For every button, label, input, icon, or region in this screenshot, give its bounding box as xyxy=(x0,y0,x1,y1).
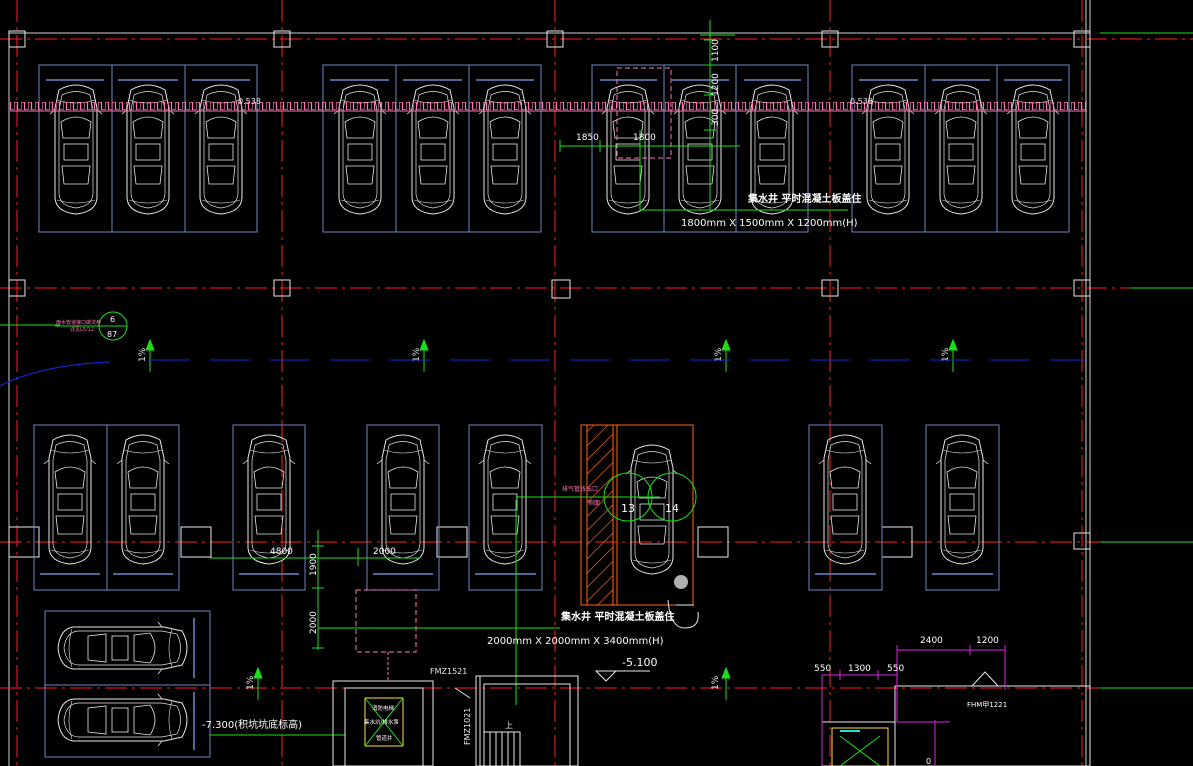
sump-label-bottom: 集水井 平时混凝土板盖住 xyxy=(560,610,674,623)
slope-label: 1% xyxy=(941,347,951,362)
sump-label-top: 集水井 平时混凝土板盖住 xyxy=(747,192,861,205)
elevator-note-3: 管道井 xyxy=(376,734,393,742)
door-fmz1521: FMZ1521 xyxy=(430,667,467,676)
dim-2000-h: 2000 xyxy=(373,547,396,557)
level-neg-5100: -5.100 xyxy=(622,656,657,669)
core-left xyxy=(332,652,579,766)
pink-note-1: 雨水管道接口做法参 xyxy=(56,319,101,326)
dim-300: 300 xyxy=(711,109,721,126)
level-marker-5100: -5.100 xyxy=(594,656,657,682)
door-fmz1021: FMZ1021 xyxy=(463,708,472,745)
dim-1300: 1300 xyxy=(848,664,871,674)
level-top-right: 0.538 xyxy=(850,97,873,106)
slope-markers xyxy=(145,338,958,700)
elevator-note-2: 集水坑/排水泵 xyxy=(364,718,399,726)
core-right xyxy=(821,645,1091,766)
pink-note-2: 详见L5/12 xyxy=(70,326,94,333)
dim-1200-b: 1200 xyxy=(976,636,999,646)
slope-label: 1% xyxy=(412,347,422,362)
circle-top: 6 xyxy=(110,315,115,324)
lower-sump xyxy=(355,589,417,653)
exhaust-note-1: 排气管线出口 xyxy=(562,485,598,493)
door-fhm1221: FHM甲1221 xyxy=(967,701,1007,709)
exhaust-note-2: 侧面 xyxy=(588,499,600,507)
dim-1200: 1200 xyxy=(711,73,721,96)
dim-2000-v: 2000 xyxy=(309,611,319,634)
circle-bottom: 87 xyxy=(107,330,117,339)
dim-1800: 1800 xyxy=(633,133,656,143)
slope-label: 1% xyxy=(711,675,721,690)
building-outline xyxy=(8,0,1091,766)
dim-550-b: 550 xyxy=(887,664,904,674)
stair-up: 上 xyxy=(505,721,513,730)
exhaust-zone: 13 14 排气管线出口 侧面 xyxy=(562,424,699,629)
small-zero: 0 xyxy=(926,757,931,766)
dim-4800: 4800 xyxy=(270,547,293,557)
parking-stalls xyxy=(33,64,1070,758)
drainage-strip xyxy=(10,102,1087,112)
dim-550-a: 550 xyxy=(814,664,831,674)
slope-label: 1% xyxy=(246,675,256,690)
drive-centerline xyxy=(0,359,1085,387)
grid-14: 14 xyxy=(665,502,679,515)
sump-size-bottom: 2000mm X 2000mm X 3400mm(H) xyxy=(487,636,664,647)
elevator-note-1: 消防电梯 xyxy=(372,704,395,712)
columns xyxy=(8,30,1091,558)
top-sump: 1850 1800 1100 1200 300 集水井 平时混凝土板盖住 180… xyxy=(559,20,861,229)
lower-dimensions xyxy=(210,496,660,736)
level-top-left: 0.538 xyxy=(238,97,261,106)
stall-markers xyxy=(40,79,1062,750)
grid-13: 13 xyxy=(621,502,635,515)
dim-1900: 1900 xyxy=(309,553,319,576)
dim-2400: 2400 xyxy=(920,636,943,646)
level-neg-7300: -7.300(积坑坑底标高) xyxy=(202,718,302,731)
detail-reference: 6 87 雨水管道接口做法参 详见L5/12 xyxy=(55,311,128,341)
sump-size-top: 1800mm X 1500mm X 1200mm(H) xyxy=(681,218,858,229)
dim-1100: 1100 xyxy=(711,39,721,62)
slope-label: 1% xyxy=(138,347,148,362)
slope-label: 1% xyxy=(714,347,724,362)
axis-lines-green xyxy=(0,32,1193,689)
dim-1850: 1850 xyxy=(576,133,599,143)
